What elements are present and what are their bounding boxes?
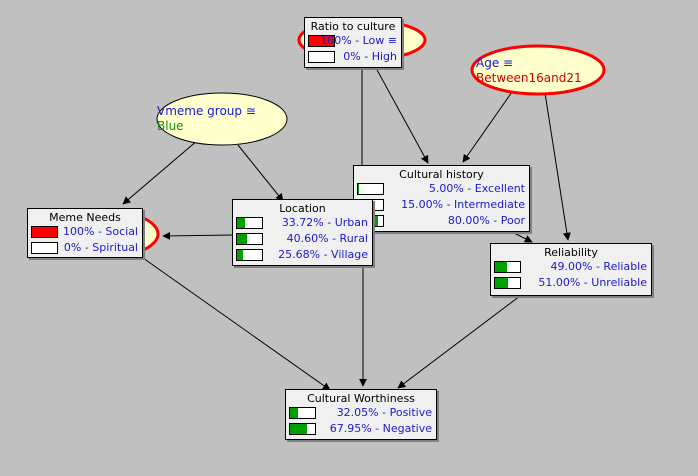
state-label: 33.72% - Urban [281,216,368,229]
node-title: Cultural Worthiness [307,392,415,405]
probability-bar [308,51,335,63]
cultural-worthiness-node[interactable]: Cultural Worthiness 32.05% - Positive 67.… [285,389,437,440]
state-row[interactable]: 33.72% - Urban [233,215,372,231]
probability-bar [289,423,316,435]
state-row[interactable]: 49.00% - Reliable [491,259,651,275]
state-label: 49.00% - Reliable [550,260,647,273]
probability-bar [236,249,263,261]
edge-vmeme-to-meme-needs [122,139,199,205]
state-row[interactable]: 67.95% - Negative [286,421,436,437]
node-title: Meme Needs [49,211,121,224]
probability-bar-fill [237,250,244,260]
node-title: Reliability [544,246,598,259]
vmeme-group-value: Blue [157,119,184,133]
probability-bar [494,277,521,289]
node-title: Cultural history [399,168,484,181]
state-label: 40.60% - Rural [286,232,368,245]
state-row[interactable]: 80.00% - Poor [354,213,529,229]
state-label: 67.95% - Negative [329,422,432,435]
age-oval[interactable] [470,44,606,96]
state-row[interactable]: 100% - Low ≡ [305,33,401,49]
probability-bar-fill [358,184,360,194]
state-row[interactable]: 40.60% - Rural [233,231,372,247]
state-row[interactable]: 0% - Spiritual [28,240,142,256]
cultural-history-node[interactable]: Cultural history 5.00% - Excellent 15.00%… [353,165,530,232]
state-row[interactable]: 100% - Social [28,224,142,240]
edge-ratio-to-history [375,67,429,164]
probability-bar [236,217,263,229]
probability-bar [357,183,384,195]
state-row[interactable]: 15.00% - Intermediate [354,197,529,213]
state-row[interactable]: 25.68% - Village [233,247,372,263]
probability-bar-fill [32,227,57,237]
vmeme-group-title: Vmeme group ≅ [157,104,256,118]
state-label: 0% - Spiritual [63,241,138,254]
age-label: Age ≡ Between16and21 [476,56,582,86]
probability-bar-fill [495,262,508,272]
reliability-node[interactable]: Reliability 49.00% - Reliable 51.00% - Un… [490,243,652,296]
state-label: 80.00% - Poor [447,214,525,227]
probability-bar [308,35,335,47]
edges [122,67,571,391]
probability-bar [494,261,521,273]
edge-meme-needs-to-worthiness [142,257,331,391]
probability-bar [236,233,263,245]
probability-bar-fill [309,36,334,46]
vmeme-group-label: Vmeme group ≅ Blue [157,104,256,134]
state-label: 5.00% - Excellent [428,182,525,195]
meme-needs-node[interactable]: Meme Needs 100% - Social 0% - Spiritual [27,208,143,258]
age-value: Between16and21 [476,71,582,85]
state-label: 15.00% - Intermediate [401,198,525,211]
probability-bar [289,407,316,419]
edge-age-to-history [462,91,513,163]
probability-bar [31,226,58,238]
edge-location-to-meme-needs [162,231,234,240]
probability-bar [31,242,58,254]
state-row[interactable]: 5.00% - Excellent [354,181,529,197]
state-row[interactable]: 32.05% - Positive [286,405,436,421]
state-label: 0% - High [343,50,397,63]
location-node[interactable]: Location 33.72% - Urban 40.60% - Rural 25.… [232,199,373,266]
vmeme-group-oval[interactable] [156,92,288,146]
age-title: Age ≡ [476,56,514,70]
edge-age-to-reliability [544,92,571,241]
probability-bar-fill [237,218,246,228]
edge-vmeme-to-location [237,144,284,202]
edge-history-to-reliability [507,229,533,243]
node-title: Ratio to culture [310,20,396,33]
probability-bar-fill [290,408,298,418]
node-title: Location [279,202,326,215]
state-label: 32.05% - Positive [336,406,432,419]
probability-bar-fill [237,234,248,244]
state-label: 100% - Social [62,225,138,238]
state-label: 25.68% - Village [278,248,368,261]
probability-bar-fill [290,424,307,434]
probability-bar-fill [495,278,508,288]
state-label: 51.00% - Unreliable [538,276,647,289]
ratio-to-culture-node[interactable]: Ratio to culture 100% - Low ≡ 0% - High [304,17,402,68]
state-row[interactable]: 51.00% - Unreliable [491,275,651,291]
state-label: 100% - Low ≡ [320,34,397,47]
state-row[interactable]: 0% - High [305,49,401,65]
edge-reliability-to-worthiness [397,295,521,389]
